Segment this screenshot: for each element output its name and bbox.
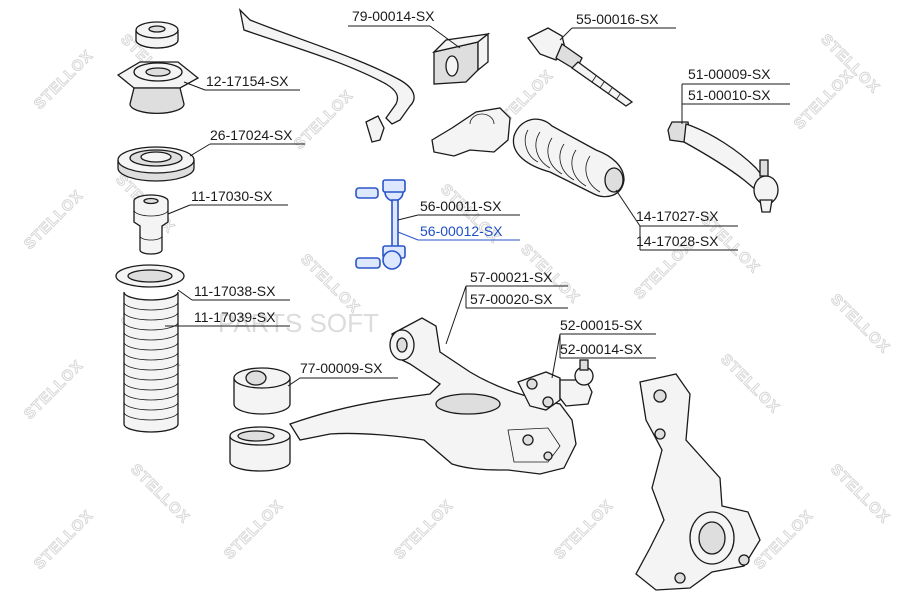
watermark-stamp: STELLOX xyxy=(127,461,193,527)
watermark-stamp: STELLOX xyxy=(291,87,357,153)
part-label-56-00012[interactable]: 56-00012-SX xyxy=(420,223,503,239)
part-label-57-00021[interactable]: 57-00021-SX xyxy=(470,269,553,285)
part-label-51-00009[interactable]: 51-00009-SX xyxy=(688,66,771,82)
part-label-11-17030[interactable]: 11-17030-SX xyxy=(191,188,273,204)
ball-joint-part[interactable] xyxy=(517,359,594,411)
tie-rod-part[interactable] xyxy=(527,27,634,107)
stabilizer-link-part[interactable] xyxy=(355,179,406,270)
leader-line xyxy=(183,81,206,91)
leader-line xyxy=(397,231,419,241)
part-label-26-17024[interactable]: 26-17024-SX xyxy=(210,127,293,143)
part-label-11-17038[interactable]: 11-17038-SX xyxy=(194,283,276,299)
part-label-79-00014[interactable]: 79-00014-SX xyxy=(352,8,435,24)
part-label-56-00011[interactable]: 56-00011-SX xyxy=(420,198,502,214)
part-label-57-00020[interactable]: 57-00020-SX xyxy=(470,291,553,307)
watermark-stamp: STELLOX xyxy=(21,357,87,423)
bump-stop-part[interactable] xyxy=(133,194,169,255)
part-label-52-00015[interactable]: 52-00015-SX xyxy=(560,317,643,333)
watermark-stamp: STELLOX xyxy=(31,507,97,573)
part-label-51-00010[interactable]: 51-00010-SX xyxy=(688,87,771,103)
leader-line xyxy=(559,27,573,41)
steering-knuckle-part xyxy=(635,373,761,591)
leader-line xyxy=(615,189,641,227)
arm-bushing-part[interactable] xyxy=(233,367,291,415)
rear-arm-bushing-part xyxy=(229,426,291,472)
watermark-stamp: STELLOX xyxy=(297,251,363,317)
leader-line xyxy=(287,377,301,387)
strut-washer-part[interactable] xyxy=(135,21,179,49)
part-label-11-17039[interactable]: 11-17039-SX xyxy=(194,309,276,325)
strut-bearing-part[interactable] xyxy=(117,146,195,182)
bushing-bracket-part xyxy=(431,107,511,157)
watermark-overlay: PARTS SOFT xyxy=(218,308,379,338)
watermark-stamp: STELLOX xyxy=(717,351,783,417)
watermark-stamp: STELLOX xyxy=(827,291,893,357)
watermark-stamp: STELLOX xyxy=(791,67,857,133)
tie-rod-end-part[interactable] xyxy=(667,121,779,213)
part-label-77-00009[interactable]: 77-00009-SX xyxy=(300,360,383,376)
leader-line xyxy=(551,333,561,379)
dust-boot-part[interactable] xyxy=(115,264,185,433)
watermark-stamp: STELLOX xyxy=(551,497,617,563)
stabilizer-bushing-part[interactable] xyxy=(431,32,491,85)
steering-boot-part[interactable] xyxy=(512,118,625,198)
lower-control-arm-part[interactable] xyxy=(289,317,577,475)
part-label-14-17027[interactable]: 14-17027-SX xyxy=(636,208,719,224)
watermark-stamp: STELLOX xyxy=(827,461,893,527)
watermark-stamp: STELLOX xyxy=(751,507,817,573)
watermark-stamp: STELLOX xyxy=(391,497,457,563)
stabilizer-bar-part xyxy=(238,8,415,143)
strut-mount-part[interactable] xyxy=(116,61,200,114)
leader-line xyxy=(397,214,419,221)
leader-line xyxy=(167,204,191,215)
watermark-stamp: STELLOX xyxy=(31,47,97,113)
watermark-stamp: STELLOX xyxy=(221,497,287,563)
part-label-55-00016[interactable]: 55-00016-SX xyxy=(576,11,659,27)
leader-line xyxy=(189,143,211,157)
part-label-12-17154[interactable]: 12-17154-SX xyxy=(206,73,289,89)
leader-line xyxy=(445,285,467,345)
watermark-stamp: STELLOX xyxy=(21,187,87,253)
leader-line xyxy=(429,25,461,49)
part-label-14-17028[interactable]: 14-17028-SX xyxy=(636,233,719,249)
leader-line xyxy=(177,289,193,301)
part-label-52-00014[interactable]: 52-00014-SX xyxy=(560,341,643,357)
